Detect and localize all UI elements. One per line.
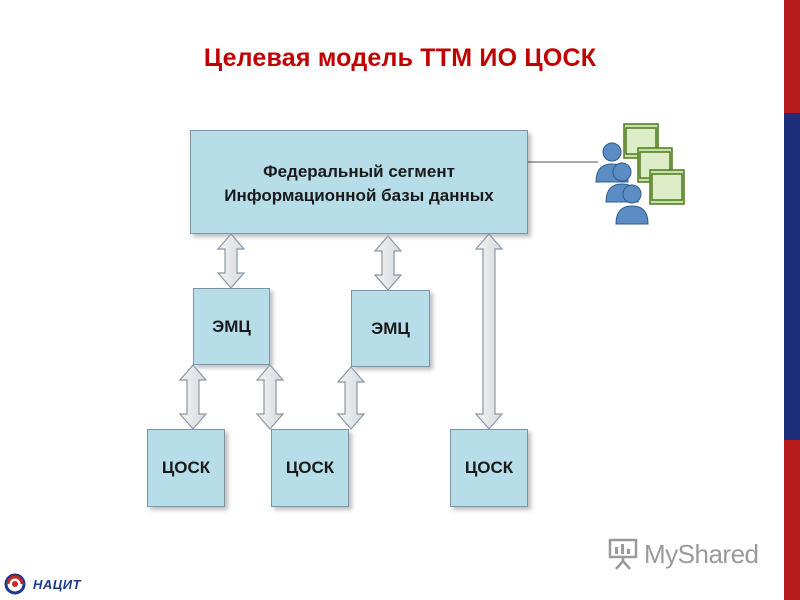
nacit-logo: НАЦИТ xyxy=(2,573,81,595)
side-accent-bar xyxy=(784,0,800,600)
federal-segment-line1: Федеральный сегмент xyxy=(263,162,455,181)
emc-node-2-label: ЭМЦ xyxy=(371,318,410,338)
arrow-federal-emc2 xyxy=(373,235,403,291)
emc-node-1-label: ЭМЦ xyxy=(212,316,251,336)
nacit-logo-text: НАЦИТ xyxy=(33,576,82,592)
cosk-node-1: ЦОСК xyxy=(147,429,225,507)
cosk-node-1-label: ЦОСК xyxy=(161,458,211,477)
myshared-presentation-icon xyxy=(608,538,638,570)
slide-title: Целевая модель ТТМ ИО ЦОСК xyxy=(203,44,597,72)
cosk-node-2-label: ЦОСК xyxy=(285,458,335,477)
side-bar-red-bottom xyxy=(784,440,800,600)
federal-segment-line2: Информационной базы данных xyxy=(224,186,494,205)
cosk-node-3-label: ЦОСК xyxy=(464,458,514,477)
emc-node-1: ЭМЦ xyxy=(193,288,270,365)
myshared-text: MyShared xyxy=(644,538,759,569)
emc-node-2: ЭМЦ xyxy=(351,290,430,367)
cosk-node-2: ЦОСК xyxy=(271,429,349,507)
nacit-logo-icon xyxy=(4,573,26,595)
cosk-node-3: ЦОСК xyxy=(450,429,528,507)
side-bar-blue-mid xyxy=(784,113,800,440)
federal-segment-box: Федеральный сегмент Информационной базы … xyxy=(190,130,528,234)
arrow-emc1-cosk1 xyxy=(178,364,208,430)
arrow-emc1-cosk2 xyxy=(255,364,285,430)
arrow-federal-emc1 xyxy=(216,233,246,289)
arrow-federal-cosk3 xyxy=(474,233,504,430)
myshared-watermark: MyShared xyxy=(608,536,759,572)
arrow-emc2-cosk2 xyxy=(336,366,366,430)
side-bar-red-top xyxy=(784,0,800,113)
